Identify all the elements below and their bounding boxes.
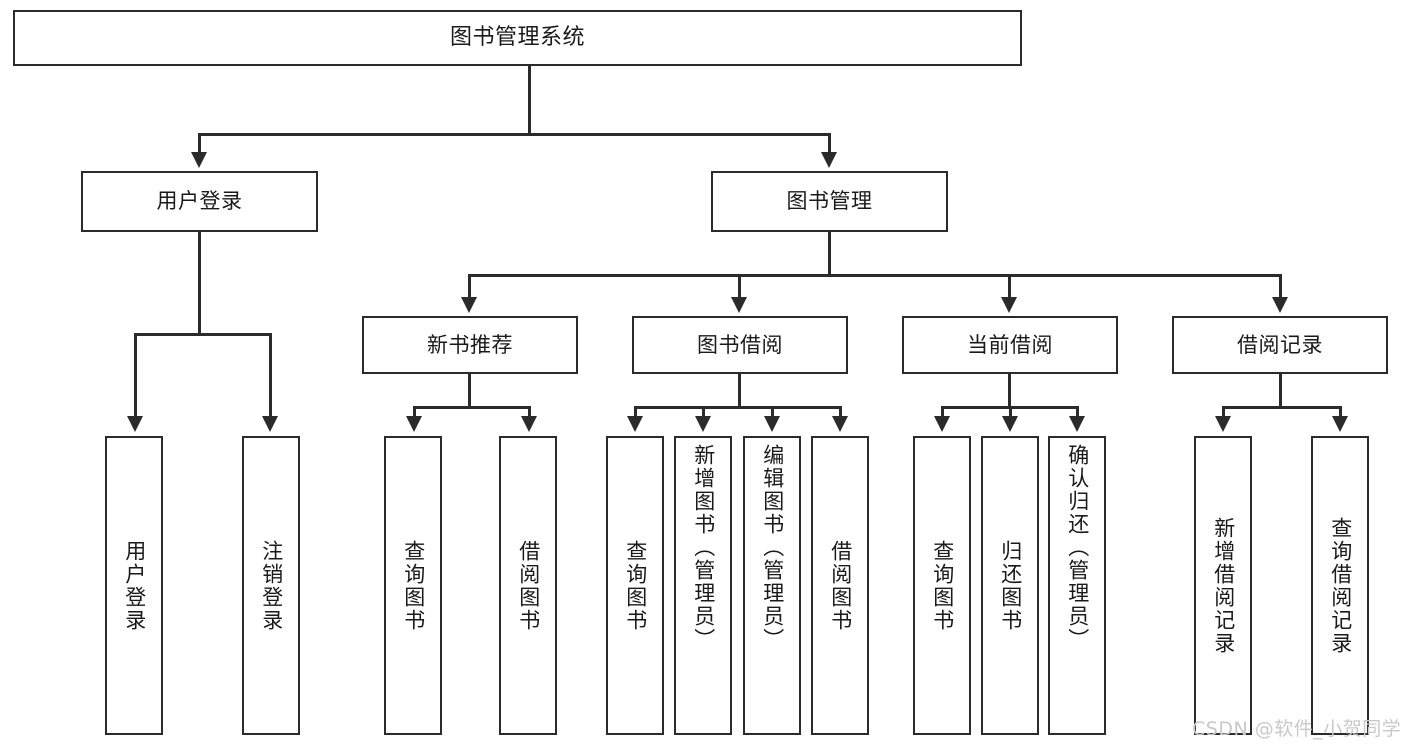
- node-leaf-logout-login-label: 注销登录: [259, 539, 284, 632]
- node-new-book-recommend[interactable]: 新书推荐: [362, 316, 578, 374]
- connector-cb-drop-2: [1009, 406, 1012, 418]
- connector-br-bus: [1222, 406, 1342, 409]
- connector-bb-stem: [738, 374, 741, 408]
- arrow-bm-to-new-book-recommend: [461, 297, 477, 313]
- connector-nbr-drop-1: [413, 406, 416, 418]
- arrow-bb-child-2: [695, 416, 711, 432]
- connector-root-to-book-management: [828, 133, 831, 155]
- node-leaf-borrow-book-2[interactable]: 借阅图书: [811, 436, 869, 735]
- connector-nbr-drop-2: [528, 406, 531, 418]
- connector-cb-drop-1: [941, 406, 944, 418]
- node-book-management[interactable]: 图书管理: [711, 171, 948, 232]
- node-leaf-query-book-3[interactable]: 查询图书: [913, 436, 971, 735]
- connector-bm-drop-4: [1279, 274, 1282, 299]
- arrow-bm-to-book-borrow: [731, 297, 747, 313]
- node-leaf-query-record[interactable]: 查询借阅记录: [1311, 436, 1369, 735]
- node-leaf-return-book[interactable]: 归还图书: [981, 436, 1039, 735]
- node-leaf-query-book-2[interactable]: 查询图书: [606, 436, 664, 735]
- node-user-login-label: 用户登录: [156, 189, 243, 214]
- connector-root-stem: [528, 66, 531, 134]
- connector-cb-stem: [1008, 374, 1011, 408]
- node-borrow-record[interactable]: 借阅记录: [1172, 316, 1388, 374]
- node-book-management-label: 图书管理: [786, 189, 873, 214]
- connector-bm-drop-2: [738, 274, 741, 299]
- arrow-br-child-1: [1215, 416, 1231, 432]
- node-root[interactable]: 图书管理系统: [13, 10, 1022, 66]
- node-leaf-borrow-book-1[interactable]: 借阅图书: [499, 436, 557, 735]
- connector-user-login-drop-2: [269, 333, 272, 418]
- node-leaf-confirm-return-label: 确认归还（管理员）: [1065, 444, 1090, 651]
- node-leaf-query-book-2-label: 查询图书: [623, 539, 648, 632]
- arrow-user-login-child-1: [127, 416, 143, 432]
- arrow-nbr-child-2: [521, 416, 537, 432]
- node-leaf-add-record-label: 新增借阅记录: [1211, 516, 1236, 655]
- node-user-login[interactable]: 用户登录: [81, 171, 318, 232]
- arrow-bb-child-1: [627, 416, 643, 432]
- node-leaf-query-record-label: 查询借阅记录: [1328, 516, 1353, 655]
- connector-bb-drop-3: [771, 406, 774, 418]
- arrow-bb-child-3: [764, 416, 780, 432]
- node-new-book-recommend-label: 新书推荐: [427, 332, 513, 357]
- arrow-user-login-child-2: [262, 416, 278, 432]
- arrow-root-to-user-login: [191, 152, 207, 168]
- node-leaf-edit-book-label: 编辑图书（管理员）: [760, 444, 785, 651]
- node-leaf-logout-login[interactable]: 注销登录: [242, 436, 300, 735]
- node-leaf-return-book-label: 归还图书: [998, 539, 1023, 632]
- connector-bb-drop-1: [634, 406, 637, 418]
- node-leaf-confirm-return[interactable]: 确认归还（管理员）: [1048, 436, 1106, 735]
- connector-bb-drop-4: [839, 406, 842, 418]
- arrow-cb-child-3: [1069, 416, 1085, 432]
- connector-nbr-bus: [413, 406, 531, 409]
- arrow-bb-child-4: [832, 416, 848, 432]
- node-root-label: 图书管理系统: [449, 25, 585, 51]
- node-book-borrow-label: 图书借阅: [697, 332, 783, 357]
- connector-book-management-bus: [468, 274, 1282, 277]
- arrow-cb-child-1: [934, 416, 950, 432]
- connector-bb-drop-2: [702, 406, 705, 418]
- node-leaf-borrow-book-2-label: 借阅图书: [828, 539, 853, 632]
- arrow-nbr-child-1: [406, 416, 422, 432]
- node-leaf-edit-book[interactable]: 编辑图书（管理员）: [743, 436, 801, 735]
- connector-root-to-user-login: [198, 133, 201, 155]
- node-leaf-add-book-label: 新增图书（管理员）: [691, 444, 716, 651]
- arrow-cb-child-2: [1002, 416, 1018, 432]
- connector-user-login-drop-1: [134, 333, 137, 418]
- connector-root-bus: [198, 133, 830, 136]
- node-leaf-add-book[interactable]: 新增图书（管理员）: [674, 436, 732, 735]
- connector-nbr-stem: [468, 374, 471, 408]
- connector-br-drop-1: [1222, 406, 1225, 418]
- connector-user-login-stem: [198, 232, 201, 335]
- csdn-watermark: CSDN @软件_小贺同学: [1192, 718, 1402, 740]
- connector-bm-drop-1: [468, 274, 471, 299]
- connector-bm-drop-3: [1008, 274, 1011, 299]
- connector-book-management-stem: [828, 232, 831, 276]
- arrow-root-to-book-management: [821, 152, 837, 168]
- arrow-br-child-2: [1332, 416, 1348, 432]
- node-borrow-record-label: 借阅记录: [1237, 332, 1323, 357]
- connector-user-login-bus: [134, 333, 272, 336]
- node-leaf-user-login-label: 用户登录: [122, 539, 147, 632]
- connector-cb-drop-3: [1076, 406, 1079, 418]
- arrow-bm-to-current-borrow: [1001, 297, 1017, 313]
- node-book-borrow[interactable]: 图书借阅: [632, 316, 848, 374]
- arrow-bm-to-borrow-record: [1272, 297, 1288, 313]
- node-leaf-borrow-book-1-label: 借阅图书: [516, 539, 541, 632]
- node-leaf-add-record[interactable]: 新增借阅记录: [1194, 436, 1252, 735]
- node-current-borrow[interactable]: 当前借阅: [902, 316, 1118, 374]
- node-current-borrow-label: 当前借阅: [967, 332, 1053, 357]
- node-leaf-user-login[interactable]: 用户登录: [105, 436, 163, 735]
- node-leaf-query-book-1[interactable]: 查询图书: [384, 436, 442, 735]
- connector-br-stem: [1279, 374, 1282, 408]
- node-leaf-query-book-3-label: 查询图书: [930, 539, 955, 632]
- connector-bb-bus: [634, 406, 839, 409]
- node-leaf-query-book-1-label: 查询图书: [401, 539, 426, 632]
- connector-br-drop-2: [1339, 406, 1342, 418]
